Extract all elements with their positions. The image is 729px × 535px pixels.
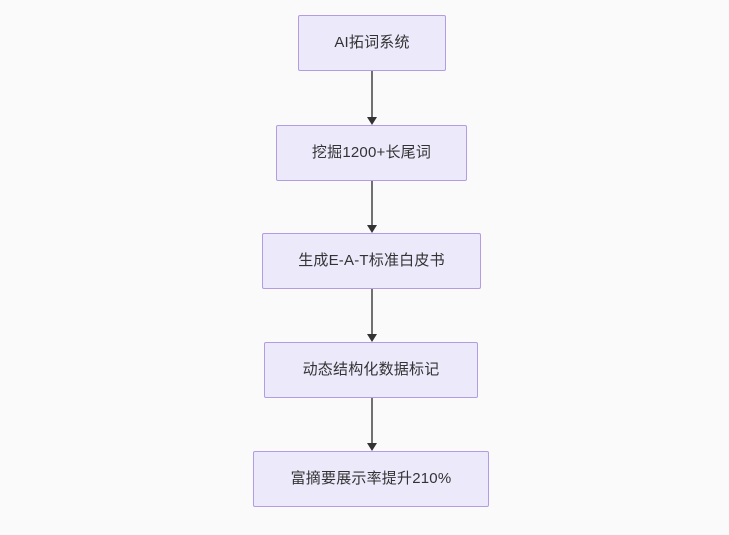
flow-node-label: 挖掘1200+长尾词 bbox=[311, 144, 432, 161]
connector-line-4 bbox=[371, 398, 373, 443]
flow-node-label: 富摘要展示率提升210% bbox=[290, 470, 452, 487]
flow-node-longtail-keywords[interactable]: 挖掘1200+长尾词 bbox=[276, 125, 467, 181]
connector-arrowhead-3 bbox=[367, 334, 377, 342]
flow-node-rich-snippet-result[interactable]: 富摘要展示率提升210% bbox=[253, 451, 489, 507]
connector-line-2 bbox=[371, 181, 373, 225]
flow-node-ai-keyword-system[interactable]: AI拓词系统 bbox=[298, 15, 446, 71]
connector-arrowhead-1 bbox=[367, 117, 377, 125]
connector-line-3 bbox=[371, 289, 373, 334]
flow-node-label: 生成E-A-T标准白皮书 bbox=[298, 252, 445, 269]
flow-node-eat-whitepaper[interactable]: 生成E-A-T标准白皮书 bbox=[262, 233, 481, 289]
flow-node-structured-data-markup[interactable]: 动态结构化数据标记 bbox=[264, 342, 478, 398]
connector-arrowhead-2 bbox=[367, 225, 377, 233]
connector-arrowhead-4 bbox=[367, 443, 377, 451]
flow-node-label: 动态结构化数据标记 bbox=[302, 361, 440, 378]
connector-line-1 bbox=[371, 71, 373, 117]
flow-node-label: AI拓词系统 bbox=[334, 34, 410, 51]
